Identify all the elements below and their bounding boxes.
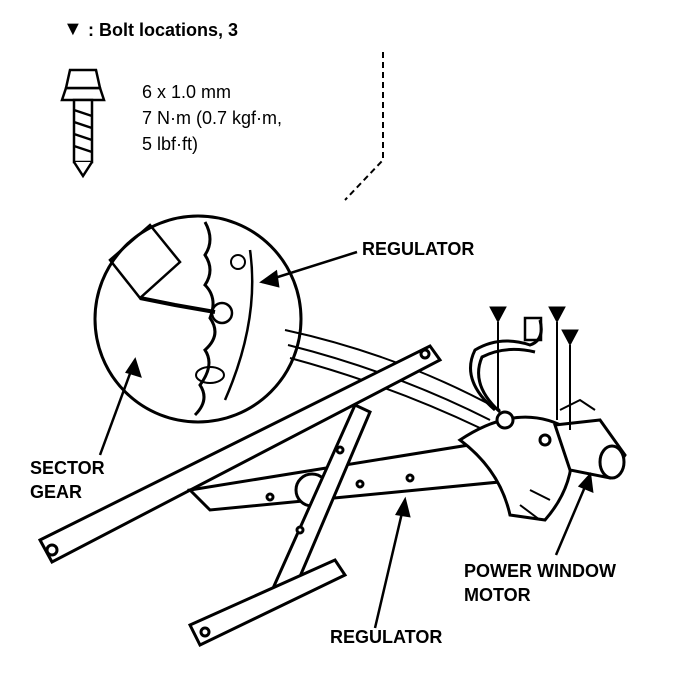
regulator-long-arm bbox=[37, 344, 443, 565]
sector-gear-detail-view bbox=[93, 214, 303, 424]
legend-marker-symbol: ▼ bbox=[63, 18, 83, 40]
wire-harness bbox=[469, 316, 543, 414]
regulator-bottom-channel bbox=[187, 558, 348, 647]
bolt-icon bbox=[60, 68, 106, 179]
label-sector-gear-line2: GEAR bbox=[30, 482, 83, 502]
label-power-window-line1: POWER WINDOW bbox=[464, 561, 616, 581]
label-regulator-top: REGULATOR bbox=[362, 239, 475, 259]
sector-gear-assembly bbox=[457, 410, 574, 522]
power-window-motor bbox=[552, 398, 627, 480]
bolt-torque-line2: 5 lbf·ft) bbox=[142, 134, 199, 154]
bolt-location-markers bbox=[489, 306, 579, 430]
label-regulator-bottom: REGULATOR bbox=[330, 627, 443, 647]
bolt-torque-line1: 7 N·m (0.7 kgf·m, bbox=[142, 108, 283, 128]
label-power-window-line2: MOTOR bbox=[464, 585, 531, 605]
bolt-size-spec: 6 x 1.0 mm bbox=[142, 82, 232, 102]
label-sector-gear-line1: SECTOR bbox=[30, 458, 105, 478]
leader-arrows bbox=[98, 250, 594, 629]
legend-text: : Bolt locations, 3 bbox=[88, 20, 239, 40]
legend-box-outline bbox=[344, 52, 384, 201]
